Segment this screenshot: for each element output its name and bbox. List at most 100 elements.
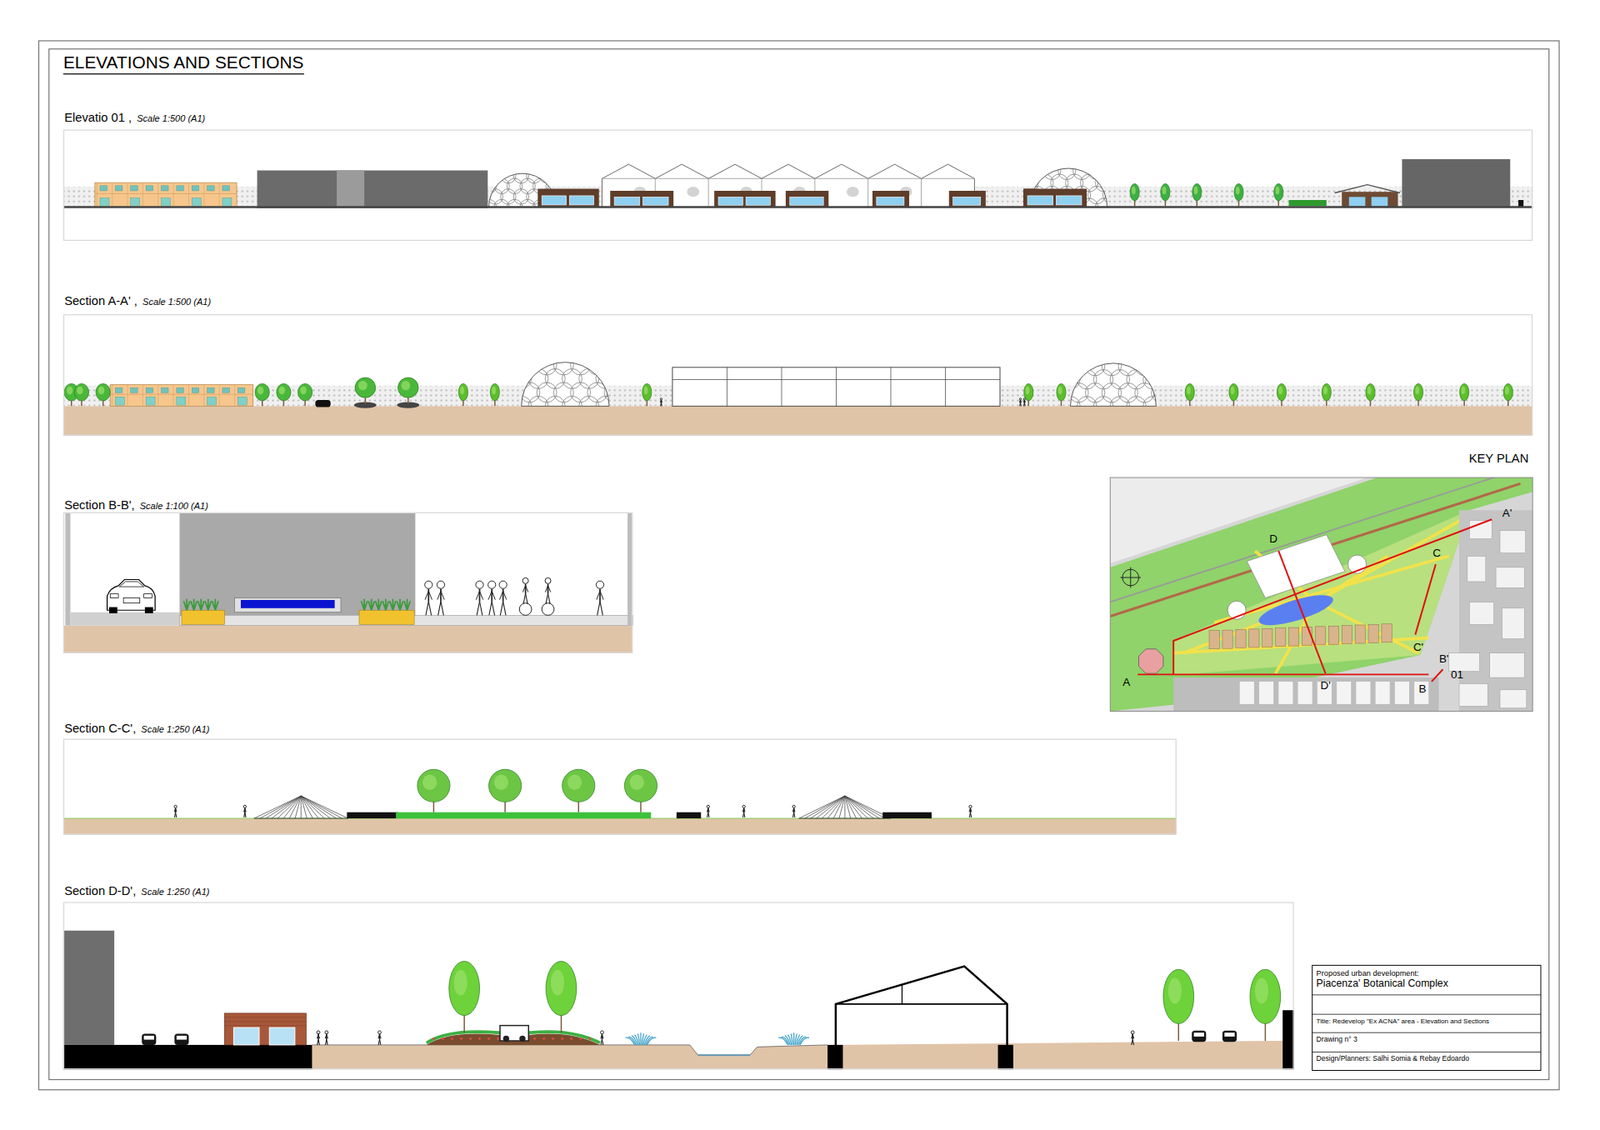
house-divider	[127, 385, 129, 407]
flower	[551, 1037, 555, 1040]
person-leg	[525, 593, 529, 605]
tree-crown	[1250, 969, 1281, 1024]
pavilion-window	[1349, 196, 1366, 206]
tent-rib	[277, 795, 301, 819]
tree-crown	[355, 377, 375, 398]
tent-rib	[300, 795, 348, 819]
tree-crown	[1234, 183, 1244, 200]
dome-cell	[1135, 355, 1155, 375]
tree-crown	[624, 769, 657, 802]
house-window	[100, 185, 108, 191]
tree-crown	[276, 383, 291, 400]
scale-note: Scale 1:100 (A1)	[140, 500, 209, 511]
dome-cell	[1110, 342, 1130, 362]
house-divider	[173, 182, 175, 207]
house-divider	[157, 182, 159, 207]
dome-outline	[1070, 363, 1156, 406]
dome-cell	[612, 341, 633, 362]
dome-cell	[1065, 150, 1084, 168]
car-headlight	[110, 594, 119, 599]
person-head	[600, 1030, 605, 1035]
kiosk-module	[785, 190, 829, 208]
geodesic-dome	[494, 341, 641, 417]
greenhouse-bay-line	[708, 178, 710, 207]
kiosk-window	[614, 196, 640, 205]
grey-building-strip	[336, 170, 365, 208]
dome-cell	[480, 178, 496, 194]
tree-crown	[1460, 383, 1470, 400]
tree-crown	[1276, 383, 1286, 400]
person-body	[1024, 400, 1026, 404]
bollard	[1518, 200, 1524, 208]
kiosk-window	[1055, 195, 1082, 205]
tent-rib	[300, 795, 336, 819]
person-arm	[660, 400, 662, 402]
tree-highlight	[1168, 978, 1182, 1005]
tent-rib	[260, 795, 301, 819]
person-arm	[600, 590, 604, 600]
dome-cell	[494, 341, 515, 362]
car-window	[1224, 1032, 1235, 1037]
flower	[542, 1037, 545, 1040]
kiosk-module	[949, 190, 986, 208]
kiosk-plan	[1368, 624, 1379, 643]
house-divider	[188, 385, 190, 407]
person-body	[660, 400, 663, 404]
kiosk-module	[1023, 189, 1087, 208]
person-leg	[1024, 402, 1026, 406]
dome-cell	[1005, 174, 1024, 192]
person-body	[601, 1034, 604, 1040]
tree-crown	[255, 383, 270, 400]
dome-cell	[1117, 161, 1135, 180]
section-marker: B'	[1439, 653, 1450, 665]
blue-grass	[800, 1037, 810, 1045]
house-window	[130, 387, 139, 393]
kiosk-plan	[1341, 625, 1352, 645]
street-base	[63, 1045, 313, 1070]
tent-rib	[300, 795, 302, 819]
tree-crown	[562, 769, 595, 802]
tent-rib	[833, 795, 845, 819]
person-head	[1019, 398, 1021, 400]
section-heading: Section C-C',	[64, 721, 136, 736]
car-wheel	[109, 607, 118, 614]
building-plan	[1395, 681, 1410, 705]
car-small	[315, 400, 330, 408]
person-body	[440, 589, 442, 602]
planter-plant	[382, 599, 389, 610]
title-block-text: Piacenza' Botanical Complex	[1316, 977, 1537, 990]
dome-cell	[1110, 150, 1128, 168]
person-body	[175, 808, 177, 813]
ground-fill	[63, 818, 1177, 835]
dome-cell	[1077, 342, 1097, 362]
person-body	[707, 808, 710, 813]
house-door	[115, 396, 125, 405]
tree-highlight	[1460, 386, 1465, 395]
scale-note: Scale 1:250 (A1)	[140, 886, 210, 897]
greenhouse-post	[901, 985, 903, 1005]
geodesic-dome	[1005, 150, 1135, 216]
flower	[588, 1037, 591, 1040]
person-body	[547, 584, 550, 594]
person-leg	[1023, 402, 1025, 406]
person-arm	[245, 809, 246, 813]
scale-note: Scale 1:500 (A1)	[142, 296, 211, 307]
section-marker: B	[1418, 683, 1426, 695]
planter-plant	[183, 599, 190, 610]
dome-cell	[565, 168, 580, 184]
house-window	[176, 387, 185, 393]
dome-cell	[562, 341, 583, 362]
greenhouse-mullion	[780, 367, 782, 407]
house-divider	[111, 385, 113, 407]
person-arm	[437, 590, 441, 600]
dome-cell	[533, 157, 549, 173]
urban-block	[1500, 690, 1527, 709]
dome-cell	[511, 368, 532, 389]
tree-highlight	[630, 774, 645, 790]
house-divider	[142, 385, 144, 407]
house-window	[145, 185, 154, 191]
pavilion-roof	[1335, 185, 1400, 194]
house-window	[130, 185, 139, 191]
flower	[487, 1037, 490, 1040]
